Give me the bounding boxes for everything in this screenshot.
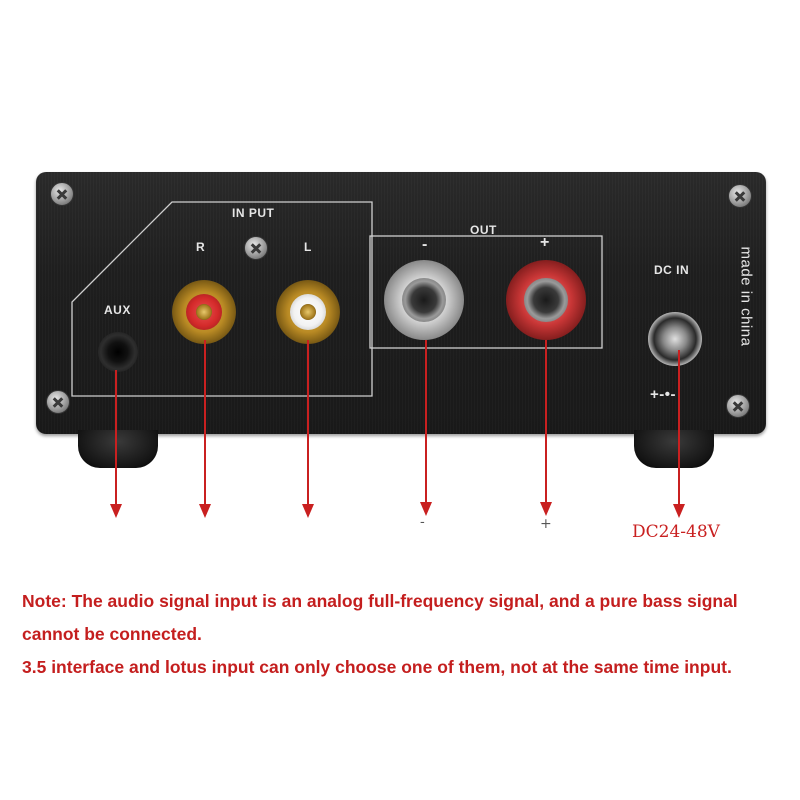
aux-label: AUX xyxy=(104,303,131,317)
screw-top-left xyxy=(50,182,74,206)
arrow-r-line xyxy=(204,340,206,504)
post-plus-core xyxy=(524,278,568,322)
arrow-l-line xyxy=(307,340,309,504)
out-plus-label: + xyxy=(540,234,550,251)
input-label: IN PUT xyxy=(232,206,275,220)
arrow-dc-head xyxy=(673,504,685,518)
rca-right-pin xyxy=(196,304,212,320)
foot-right xyxy=(634,430,714,468)
dc-in-label: DC IN xyxy=(654,263,690,277)
screw-top-right xyxy=(728,184,752,208)
panel-outlines xyxy=(71,201,603,397)
post-minus-core xyxy=(402,278,446,322)
note-line-1: Note: The audio signal input is an analo… xyxy=(22,591,738,644)
arrow-minus-head xyxy=(420,502,432,516)
input-l-label: L xyxy=(304,240,312,254)
arrow-plus-line xyxy=(545,340,547,502)
arrow-dc-line xyxy=(678,350,680,504)
screw-bottom-right xyxy=(726,394,750,418)
speaker-post-minus xyxy=(384,260,464,340)
speaker-post-plus xyxy=(506,260,586,340)
input-r-label: R xyxy=(196,240,206,254)
out-label: OUT xyxy=(470,223,497,237)
dc-voltage-annotation: DC24-48V xyxy=(632,522,720,542)
arrow-aux-line xyxy=(115,370,117,504)
arrow-l-head xyxy=(302,504,314,518)
rca-right-jack xyxy=(172,280,236,344)
polarity-label: +-•- xyxy=(650,386,677,403)
dc-power-jack xyxy=(648,312,702,366)
arrow-r-head xyxy=(199,504,211,518)
minus-annotation: - xyxy=(420,514,425,530)
amplifier-back-panel: IN PUT R L AUX OUT - + DC IN +-•- made i… xyxy=(36,172,766,434)
made-in-label: made in china xyxy=(737,246,755,347)
arrow-aux-head xyxy=(110,504,122,518)
arrow-plus-head xyxy=(540,502,552,516)
screw-bottom-left xyxy=(46,390,70,414)
note-line-2: 3.5 interface and lotus input can only c… xyxy=(22,657,732,677)
foot-left xyxy=(78,430,158,468)
screw-center-input xyxy=(244,236,268,260)
out-minus-label: - xyxy=(422,236,428,253)
aux-jack xyxy=(98,332,138,372)
rca-left-jack xyxy=(276,280,340,344)
arrow-minus-line xyxy=(425,340,427,502)
rca-left-pin xyxy=(300,304,316,320)
plus-annotation: + xyxy=(540,516,552,532)
note-text-block: Note: The audio signal input is an analo… xyxy=(22,585,782,684)
